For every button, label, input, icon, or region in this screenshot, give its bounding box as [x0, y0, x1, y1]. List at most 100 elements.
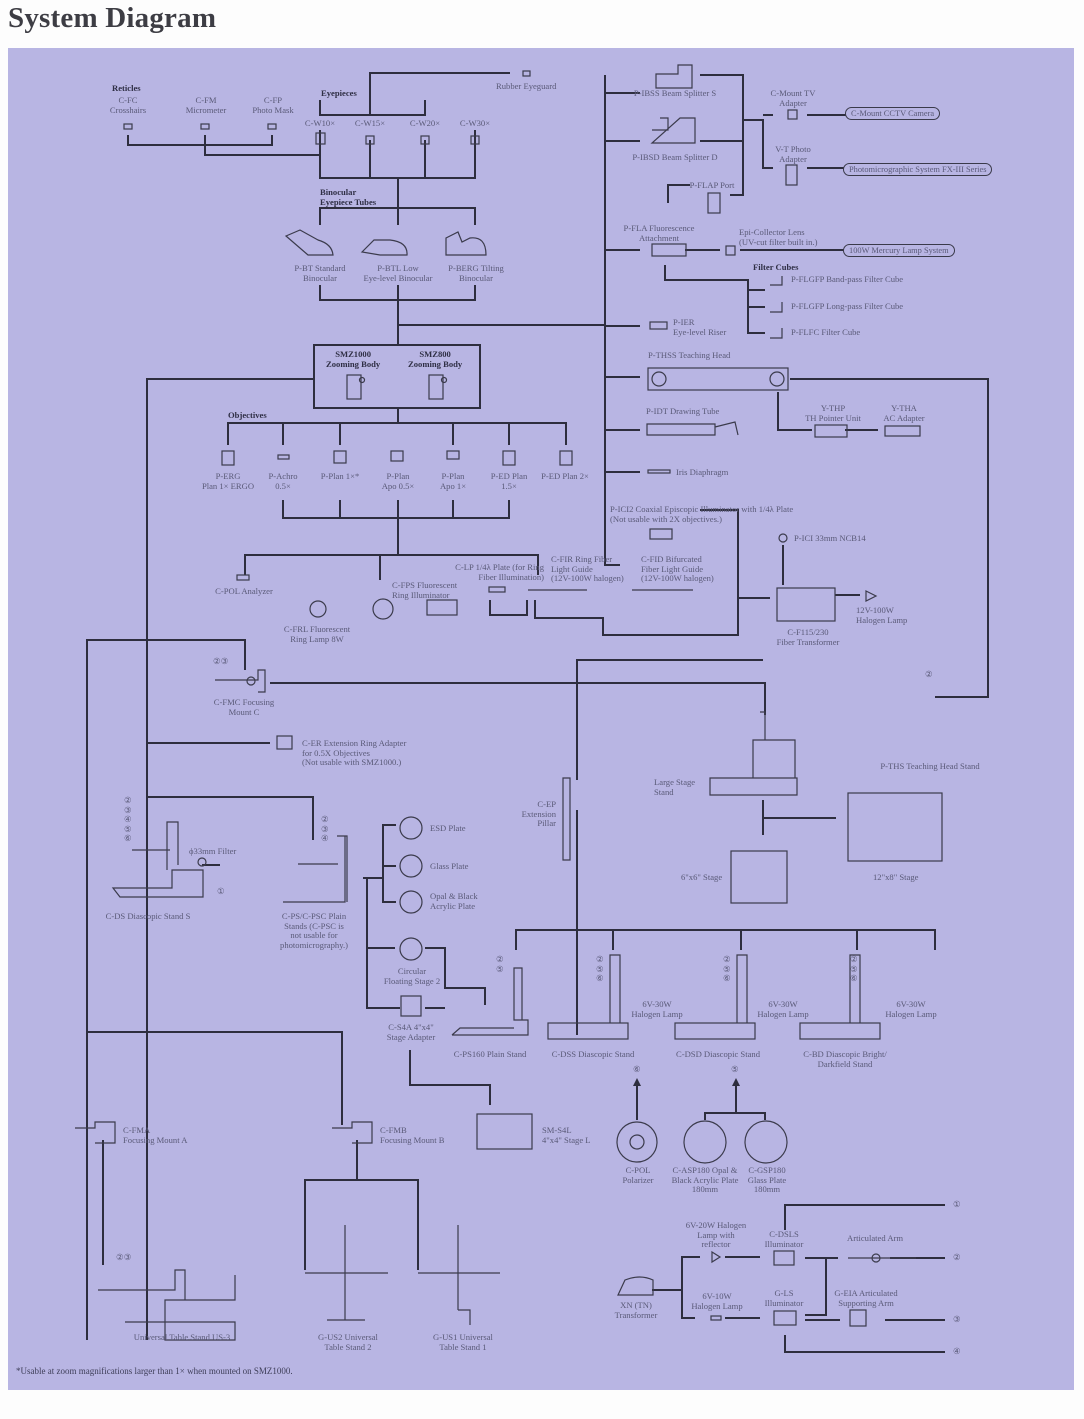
- vt-photo-icon: [785, 164, 798, 186]
- wire: [604, 75, 640, 566]
- wire: [366, 878, 486, 1009]
- iris-icon: [647, 469, 671, 474]
- ac-adapter-icon: [884, 425, 921, 437]
- esd-plate-label: ESD Plate: [430, 823, 466, 833]
- diascopic-stand-icon: [674, 1022, 756, 1040]
- opal-plate-icon: [399, 890, 423, 914]
- fx3-box: Photomicrographic System FX-III Series: [843, 163, 993, 176]
- transformer-icon: [617, 1276, 654, 1296]
- teaching-head-icon: [651, 371, 667, 387]
- eyepiece-icon: [470, 135, 480, 145]
- universal-stand-icon: [305, 1225, 388, 1321]
- wire: [700, 74, 773, 196]
- eyepiece-label: C-W15×: [354, 118, 386, 128]
- flap-port-icon: [707, 192, 721, 214]
- focusing-mount-icon: [75, 1121, 116, 1144]
- diascopic-stand-icon: [111, 821, 204, 898]
- ctv-camera-box: C-Mount CCTV Camera: [845, 107, 941, 120]
- teaching-head-label: P-THSS Teaching Head: [648, 350, 731, 360]
- ps-nums: ② ③ ④: [321, 814, 329, 844]
- plain-stands-label: C-PS/C-PSC Plain Stands (C-PSC is not us…: [280, 911, 348, 950]
- objective-label: P-Plan Apo 1×: [439, 471, 467, 491]
- fmb-label: C-FMB Focusing Mount B: [380, 1125, 445, 1145]
- eyepiece-label: C-W30×: [459, 118, 491, 128]
- ring-illuminator-icon: [426, 599, 458, 616]
- ps160-nums: ② ⑤: [496, 954, 504, 974]
- iris-label: Iris Diaphragm: [676, 467, 729, 477]
- objective-label: P-ERG Plan 1× ERGO: [201, 471, 255, 491]
- fla-label: P-FLA Fluorescence Attachment: [623, 223, 695, 243]
- filter-cube-icon: [770, 302, 783, 313]
- focusing-mount-icon: [246, 676, 256, 686]
- binocular-icon: [360, 239, 408, 256]
- diascopic-stand-icon: [547, 1022, 629, 1040]
- focusing-mount-icon: [332, 1121, 373, 1144]
- extension-ring-icon: [276, 735, 293, 750]
- diascopic-stand-icon: [609, 954, 621, 1023]
- eyeguard-icon: [522, 70, 531, 77]
- beam-splitter-s-label: P-IBSS Beam Splitter S: [633, 88, 717, 98]
- output-2-marker: ②: [953, 1252, 961, 1262]
- eyepiece-label: C-W20×: [409, 118, 441, 128]
- extension-pillar-icon: [562, 777, 571, 861]
- drawing-tube-icon: [646, 421, 739, 436]
- lp-plate-label: C-LP 1/4λ Plate (for Ring Fiber Illumina…: [455, 562, 544, 582]
- wire: [127, 135, 320, 156]
- binocular-header: Binocular Eyepiece Tubes: [320, 187, 377, 207]
- epi-lens-icon: [725, 245, 736, 256]
- gus2-label: G-US2 Universal Table Stand 2: [318, 1332, 378, 1352]
- acrylic-plate-label: C-ASP180 Opal & Black Acrylic Plate 180m…: [671, 1165, 739, 1195]
- stage-6x6-icon: [730, 850, 788, 904]
- wire: [667, 114, 848, 203]
- wire: [146, 378, 314, 1340]
- diascopic-stand-icon: [736, 954, 748, 1023]
- halogen-100w-label: 12V-100W Halogen Lamp: [856, 605, 908, 625]
- drawing-tube-label: P-IDT Drawing Tube: [646, 406, 720, 416]
- ring-lamp-label: C-FRL Fluorescent Ring Lamp 8W: [283, 624, 351, 644]
- reticle-label: C-FP Photo Mask: [252, 95, 294, 115]
- reticle-icon: [123, 123, 133, 130]
- polarizer-label: C-POL Polarizer: [622, 1165, 654, 1185]
- opal-plate-label: Opal & Black Acrylic Plate: [430, 891, 478, 911]
- large-stage-icon: [709, 711, 798, 796]
- wire: [409, 1050, 491, 1105]
- stage-12x8-icon: [847, 792, 943, 862]
- beam-splitter-icon: [655, 64, 693, 89]
- flap-port-label: P-FLAP Port: [689, 180, 735, 190]
- wire: [636, 1083, 766, 1120]
- gls-icon: [773, 1310, 797, 1326]
- reticle-label: C-FC Crosshairs: [109, 95, 147, 115]
- reticle-icon: [200, 123, 210, 130]
- rubber-eyeguard-label: Rubber Eyeguard: [496, 81, 557, 91]
- lamp-30w-label: 6V-30W Halogen Lamp: [631, 999, 683, 1019]
- eyepiece-icon: [365, 135, 375, 145]
- eyepiece-icon: [420, 135, 430, 145]
- wire: [244, 554, 539, 580]
- objectives-header: Objectives: [228, 410, 267, 420]
- dsd-nums: ② ⑤ ⑥: [723, 954, 731, 984]
- ps160-label: C-PS160 Plain Stand: [453, 1049, 527, 1059]
- ring-fiber-label: C-FIR Ring Fiber Light Guide (12V-100W h…: [551, 554, 624, 584]
- circular-stage-icon: [399, 937, 423, 961]
- icons: [75, 64, 943, 1341]
- focusing-mount-c-label: C-FMC Focusing Mount C: [213, 697, 275, 717]
- ds-nums: ② ③ ④ ⑤ ⑥: [124, 795, 132, 844]
- extension-pillar-label: C-EP Extension Pillar: [521, 799, 556, 829]
- glass-plate-icon: [744, 1120, 788, 1164]
- diascopic-stand-s-label: C-DS Diascopic Stand S: [105, 911, 191, 921]
- bd-label: C-BD Diascopic Bright/ Darkfield Stand: [803, 1049, 887, 1069]
- mercury-lamp-box: 100W Mercury Lamp System: [843, 244, 955, 257]
- vt-photo-label: V-T Photo Adapter: [775, 144, 811, 164]
- binocular-label: P-BTL Low Eye-level Binocular: [363, 263, 433, 283]
- wire: [227, 408, 567, 445]
- objective-icon: [559, 450, 573, 466]
- ncb-icon: [778, 533, 788, 543]
- wire: [777, 378, 989, 698]
- binocular-icon: [445, 231, 487, 256]
- acrylic-plate-icon: [683, 1120, 727, 1164]
- eyepieces-header: Eyepieces: [321, 88, 357, 98]
- lp-plate-icon: [488, 586, 506, 593]
- wire: [202, 824, 396, 903]
- page-title: System Diagram: [8, 2, 217, 34]
